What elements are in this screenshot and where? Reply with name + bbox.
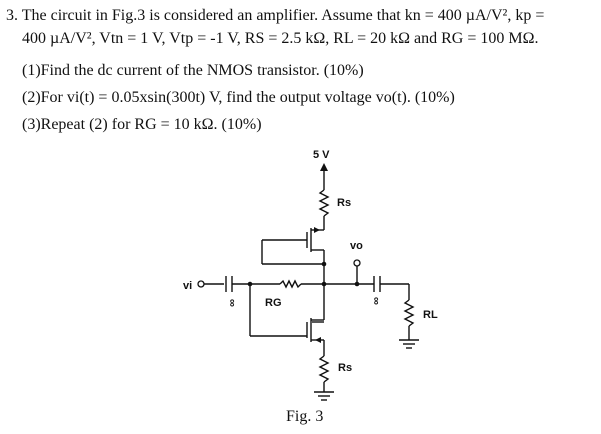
rs-top-resistor [318, 189, 330, 217]
supply-arrow [320, 163, 328, 171]
question-3: (3)Repeat (2) for RG = 10 kΩ. (10%) [22, 116, 262, 133]
rl-resistor [403, 299, 415, 327]
vi-terminal [197, 280, 205, 288]
rs-top-label: Rs [337, 197, 351, 209]
problem-line-1: 3. The circuit in Fig.3 is considered an… [6, 7, 545, 24]
rs-bottom-label: Rs [338, 362, 352, 374]
node-dot [321, 281, 327, 287]
problem-line-2: 400 µA/V², Vtn = 1 V, Vtp = -1 V, RS = 2… [22, 30, 539, 47]
node-dot [247, 281, 253, 287]
pmos-arrow [314, 227, 320, 233]
question-2: (2)For vi(t) = 0.05xsin(300t) V, find th… [22, 89, 455, 106]
nmos-arrow [315, 337, 321, 343]
vo-label: vo [350, 240, 363, 252]
node-dot [354, 281, 360, 287]
cin-label: ∞ [226, 299, 238, 307]
vi-label: vi [183, 280, 192, 292]
cout-label: ∞ [370, 297, 382, 305]
rg-label: RG [265, 297, 282, 309]
vo-terminal [353, 259, 361, 267]
node-dot [321, 261, 327, 267]
figure-caption: Fig. 3 [286, 408, 323, 425]
rs-bottom-resistor [318, 355, 330, 383]
supply-label: 5 V [313, 149, 330, 161]
question-1: (1)Find the dc current of the NMOS trans… [22, 62, 364, 79]
rl-label: RL [423, 309, 438, 321]
rg-resistor [279, 279, 302, 289]
